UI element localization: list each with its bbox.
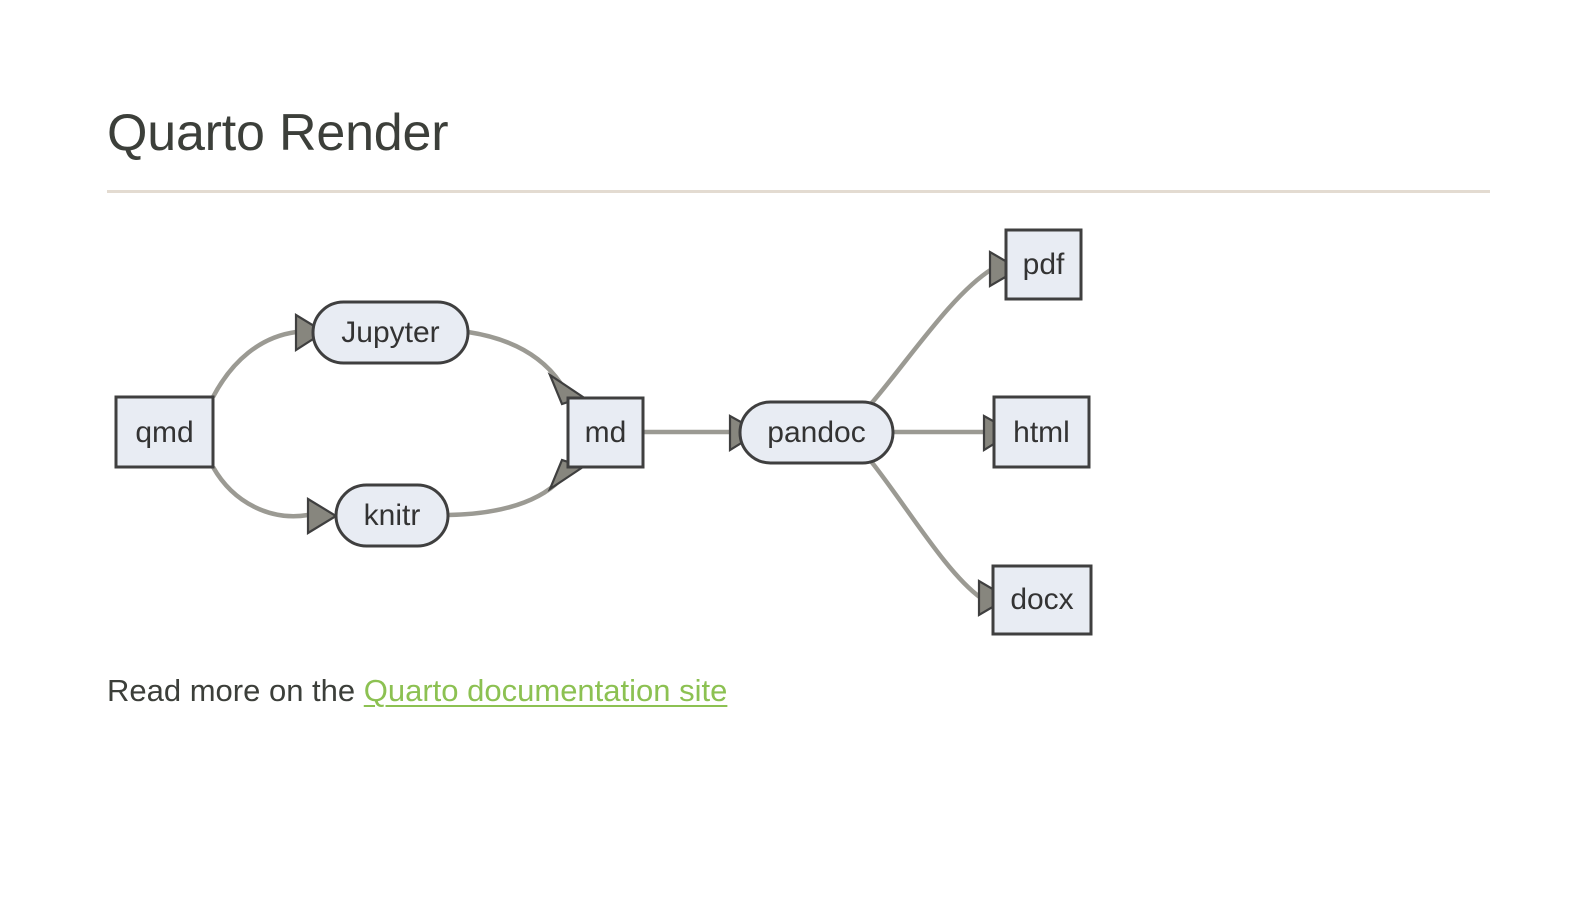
flowchart-svg: qmd Jupyter knitr md bbox=[114, 228, 1093, 636]
node-pandoc-label: pandoc bbox=[767, 416, 865, 449]
node-docx-label: docx bbox=[1010, 583, 1073, 616]
page-title: Quarto Render bbox=[107, 104, 449, 162]
node-pandoc-shape bbox=[738, 400, 895, 465]
node-jupyter-shape bbox=[311, 300, 470, 365]
node-pdf-shape bbox=[1004, 228, 1083, 301]
footer-paragraph: Read more on the Quarto documentation si… bbox=[107, 670, 727, 712]
node-html-shape bbox=[992, 395, 1091, 469]
node-qmd[interactable]: qmd bbox=[114, 395, 215, 469]
footer-prefix-text: Read more on the bbox=[107, 673, 364, 708]
node-knitr-shape bbox=[334, 483, 450, 548]
node-pandoc[interactable]: pandoc bbox=[738, 400, 895, 465]
quarto-render-flowchart: qmd Jupyter knitr md bbox=[107, 211, 1490, 651]
node-pdf[interactable]: pdf bbox=[1004, 228, 1083, 301]
node-docx-shape bbox=[991, 564, 1093, 636]
arrowhead-knitr bbox=[306, 496, 339, 535]
edge-pandoc-to-pdf bbox=[868, 266, 994, 407]
content-column: Quarto Render bbox=[107, 0, 1490, 651]
edge-qmd-to-knitr bbox=[211, 465, 309, 519]
node-html-label: html bbox=[1013, 416, 1070, 449]
edge-qmd-to-jupyter bbox=[211, 329, 297, 398]
node-docx[interactable]: docx bbox=[991, 564, 1093, 636]
edge-pandoc-to-docx bbox=[868, 458, 983, 600]
quarto-documentation-link[interactable]: Quarto documentation site bbox=[363, 673, 728, 708]
arrowhead-jupyter bbox=[294, 312, 327, 352]
node-md-shape bbox=[566, 396, 645, 469]
node-knitr-label: knitr bbox=[364, 499, 421, 532]
edge-knitr-to-md bbox=[447, 469, 569, 518]
node-pdf-label: pdf bbox=[1023, 248, 1065, 281]
node-qmd-shape bbox=[114, 395, 215, 469]
node-jupyter[interactable]: Jupyter bbox=[311, 300, 470, 365]
node-html[interactable]: html bbox=[992, 395, 1091, 469]
node-md[interactable]: md bbox=[566, 396, 645, 469]
node-jupyter-label: Jupyter bbox=[341, 316, 439, 349]
edge-jupyter-to-md bbox=[467, 329, 568, 393]
title-divider bbox=[107, 189, 1490, 193]
edge-layer bbox=[211, 266, 994, 600]
node-qmd-label: qmd bbox=[135, 416, 193, 449]
node-knitr[interactable]: knitr bbox=[334, 483, 450, 548]
node-md-label: md bbox=[585, 416, 627, 449]
